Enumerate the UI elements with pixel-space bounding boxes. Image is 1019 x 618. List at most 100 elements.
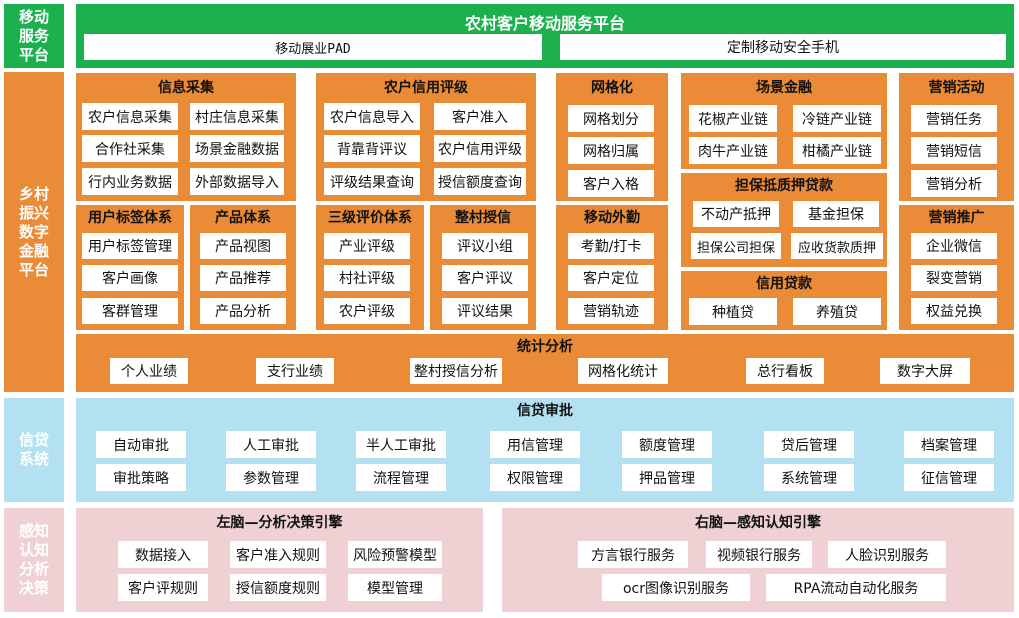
marketing-item[interactable]: 营销短信 <box>911 137 997 164</box>
guarantee-item[interactable]: 基金担保 <box>793 201 879 227</box>
mobile-field-title: 移动外勤 <box>584 210 640 226</box>
info-collect-panel: 信息采集 农户信息采集 村庄信息采集 合作社采集 场景金融数据 行内业务数据 外… <box>76 73 296 201</box>
guarantee-item[interactable]: 担保公司担保 <box>691 233 781 259</box>
marketing-item[interactable]: 营销分析 <box>911 170 997 197</box>
info-collect-item[interactable]: 行内业务数据 <box>82 168 178 195</box>
guarantee-item[interactable]: 应收货款质押 <box>791 233 883 259</box>
promotion-item[interactable]: 权益兑换 <box>911 298 997 324</box>
credit-rating-item[interactable]: 客户准入 <box>434 103 526 130</box>
grid-panel: 网格化 网格划分 网格归属 客户入格 <box>556 73 668 201</box>
stats-title: 统计分析 <box>517 339 573 355</box>
approval-item[interactable]: 审批策略 <box>96 464 186 491</box>
stats-item[interactable]: 总行看板 <box>746 358 824 384</box>
credit-rating-item[interactable]: 农户信用评级 <box>434 135 526 162</box>
info-collect-item[interactable]: 场景金融数据 <box>190 135 284 162</box>
approval-item[interactable]: 系统管理 <box>764 464 854 491</box>
approval-item[interactable]: 押品管理 <box>622 464 712 491</box>
stats-item[interactable]: 支行业绩 <box>256 358 334 384</box>
village-credit-item[interactable]: 客户评议 <box>442 265 528 291</box>
stats-item[interactable]: 个人业绩 <box>110 358 188 384</box>
mobile-field-item[interactable]: 客户定位 <box>568 265 654 291</box>
info-collect-item[interactable]: 村庄信息采集 <box>190 103 284 130</box>
secure-phone-item[interactable]: 定制移动安全手机 <box>560 34 1006 60</box>
info-collect-item[interactable]: 合作社采集 <box>82 135 178 162</box>
user-tags-item[interactable]: 用户标签管理 <box>82 233 178 259</box>
mobile-field-item[interactable]: 考勤/打卡 <box>568 233 654 259</box>
stats-item[interactable]: 数字大屏 <box>880 358 970 384</box>
approval-item[interactable]: 征信管理 <box>904 464 994 491</box>
products-item[interactable]: 产品推荐 <box>200 265 286 291</box>
three-level-item[interactable]: 农户评级 <box>324 298 410 324</box>
promotion-panel: 营销推广 企业微信 裂变营销 权益兑换 <box>899 205 1014 330</box>
approval-item[interactable]: 自动审批 <box>96 431 186 458</box>
scene-finance-title: 场景金融 <box>756 80 812 96</box>
promotion-item[interactable]: 企业微信 <box>911 233 997 259</box>
marketing-item[interactable]: 营销任务 <box>911 105 997 132</box>
approval-item[interactable]: 人工审批 <box>226 431 316 458</box>
approval-item[interactable]: 用信管理 <box>490 431 580 458</box>
products-title: 产品体系 <box>215 210 271 226</box>
grid-item[interactable]: 网格划分 <box>568 105 654 132</box>
grid-item[interactable]: 网格归属 <box>568 137 654 164</box>
approval-item[interactable]: 贷后管理 <box>764 431 854 458</box>
left-brain-item[interactable]: 数据接入 <box>118 541 208 568</box>
stats-item[interactable]: 网格化统计 <box>578 358 668 384</box>
left-brain-item[interactable]: 客户评规则 <box>118 574 208 601</box>
scene-finance-item[interactable]: 冷链产业链 <box>793 105 881 132</box>
right-brain-item[interactable]: 人脸识别服务 <box>828 541 946 568</box>
stats-panel: 统计分析 个人业绩 支行业绩 整村授信分析 网格化统计 总行看板 数字大屏 <box>76 334 1014 392</box>
approval-item[interactable]: 流程管理 <box>356 464 446 491</box>
stats-item[interactable]: 整村授信分析 <box>410 358 502 384</box>
left-brain-item[interactable]: 授信额度规则 <box>230 574 326 601</box>
approval-item[interactable]: 参数管理 <box>226 464 316 491</box>
products-item[interactable]: 产品分析 <box>200 298 286 324</box>
three-level-title: 三级评价体系 <box>328 210 412 226</box>
mobile-field-item[interactable]: 营销轨迹 <box>568 298 654 324</box>
village-credit-item[interactable]: 评议小组 <box>442 233 528 259</box>
right-brain-item[interactable]: 方言银行服务 <box>578 541 688 568</box>
credit-loan-item[interactable]: 种植贷 <box>689 298 777 325</box>
left-brain-item[interactable]: 模型管理 <box>348 574 442 601</box>
marketing-title: 营销活动 <box>928 80 985 96</box>
mobile-pad-item[interactable]: 移动展业PAD <box>84 34 542 60</box>
scene-finance-item[interactable]: 肉牛产业链 <box>689 137 777 164</box>
three-level-item[interactable]: 产业评级 <box>324 233 410 259</box>
scene-finance-item[interactable]: 花椒产业链 <box>689 105 777 132</box>
credit-rating-item[interactable]: 授信额度查询 <box>434 168 526 195</box>
user-tags-item[interactable]: 客户画像 <box>82 265 178 291</box>
info-collect-item[interactable]: 农户信息采集 <box>82 103 178 130</box>
grid-title: 网格化 <box>591 80 633 96</box>
village-credit-title: 整村授信 <box>455 210 511 226</box>
left-brain-item[interactable]: 风险预警模型 <box>348 541 442 568</box>
village-credit-panel: 整村授信 评议小组 客户评议 评议结果 <box>430 205 536 330</box>
products-item[interactable]: 产品视图 <box>200 233 286 259</box>
approval-item[interactable]: 档案管理 <box>904 431 994 458</box>
grid-item[interactable]: 客户入格 <box>568 170 654 197</box>
approval-item[interactable]: 半人工审批 <box>356 431 446 458</box>
approval-item[interactable]: 额度管理 <box>622 431 712 458</box>
guarantee-panel: 担保抵质押贷款 不动产抵押 基金担保 担保公司担保 应收货款质押 <box>681 173 887 267</box>
left-brain-item[interactable]: 客户准入规则 <box>230 541 326 568</box>
promotion-item[interactable]: 裂变营销 <box>911 265 997 291</box>
right-brain-item[interactable]: 视频银行服务 <box>706 541 812 568</box>
row-label-credit: 信贷 系统 <box>4 398 64 502</box>
approval-item[interactable]: 权限管理 <box>490 464 580 491</box>
village-credit-item[interactable]: 评议结果 <box>442 298 528 324</box>
right-brain-item[interactable]: ocr图像识别服务 <box>602 574 750 601</box>
guarantee-item[interactable]: 不动产抵押 <box>693 201 779 227</box>
marketing-panel: 营销活动 营销任务 营销短信 营销分析 <box>899 73 1014 201</box>
info-collect-item[interactable]: 外部数据导入 <box>190 168 284 195</box>
user-tags-item[interactable]: 客群管理 <box>82 298 178 324</box>
right-brain-item[interactable]: RPA流动自动化服务 <box>766 574 946 601</box>
scene-finance-panel: 场景金融 花椒产业链 冷链产业链 肉牛产业链 柑橘产业链 <box>681 73 887 169</box>
promotion-title: 营销推广 <box>928 210 985 226</box>
credit-loan-item[interactable]: 养殖贷 <box>793 298 881 325</box>
scene-finance-item[interactable]: 柑橘产业链 <box>793 137 881 164</box>
credit-loan-panel: 信用贷款 种植贷 养殖贷 <box>681 271 887 330</box>
credit-rating-item[interactable]: 评级结果查询 <box>324 168 420 195</box>
credit-rating-item[interactable]: 农户信息导入 <box>324 103 420 130</box>
left-brain-title: 左脑—分析决策引擎 <box>216 515 343 531</box>
guarantee-title: 担保抵质押贷款 <box>735 178 833 194</box>
credit-rating-item[interactable]: 背靠背评议 <box>324 135 420 162</box>
three-level-item[interactable]: 村社评级 <box>324 265 410 291</box>
